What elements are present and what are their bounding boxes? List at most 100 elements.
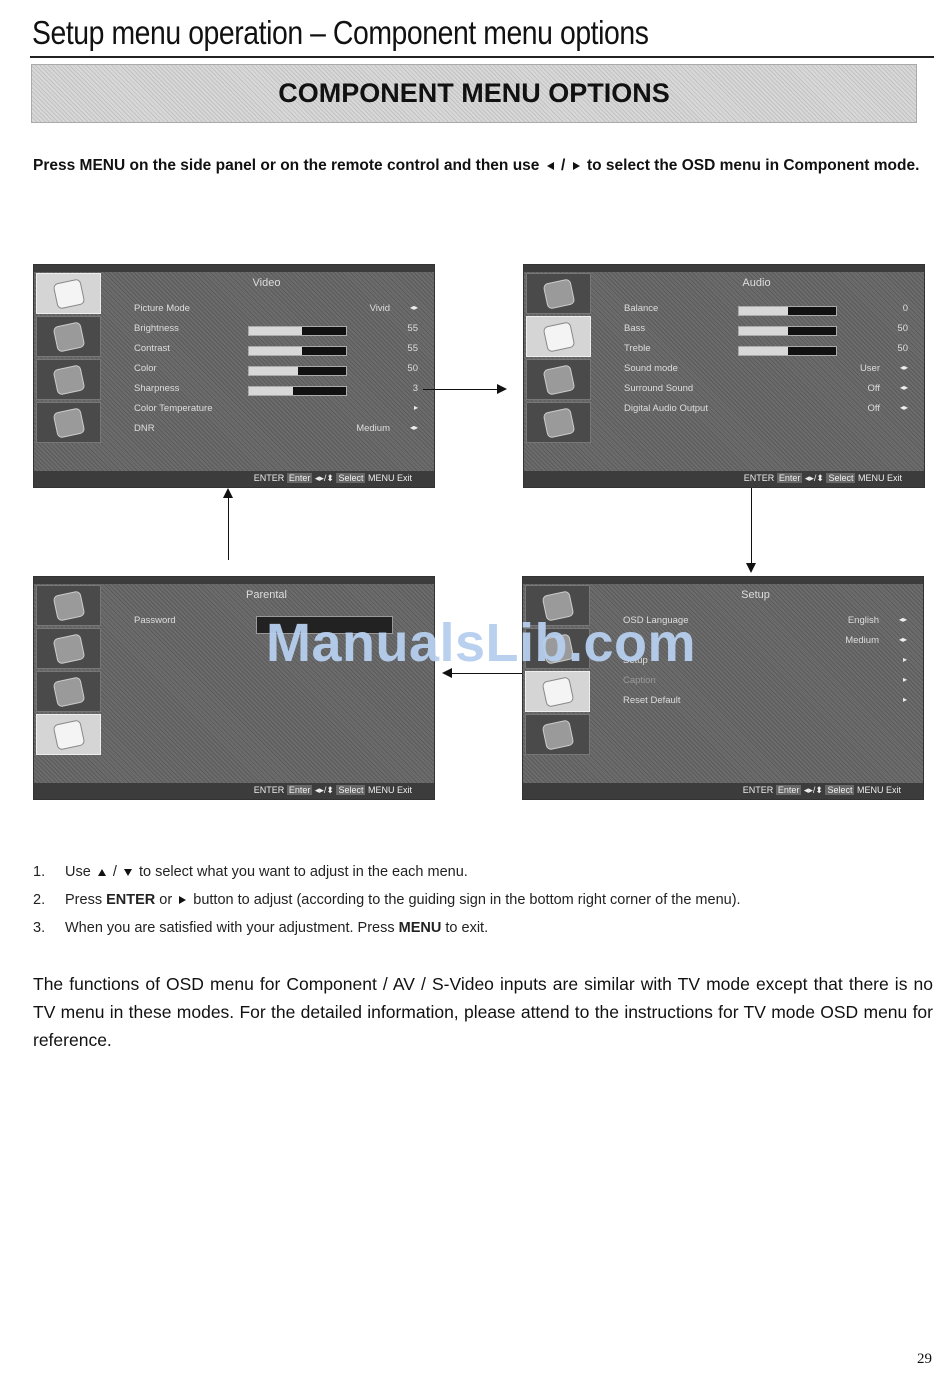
- body-paragraph: The functions of OSD menu for Component …: [33, 974, 933, 1050]
- osd-tab-video[interactable]: [526, 273, 591, 314]
- osd-level-bar[interactable]: [738, 326, 837, 336]
- osd-row-label: Surround Sound: [624, 383, 694, 394]
- lock-icon: [52, 719, 86, 751]
- osd-tab-setup[interactable]: [36, 671, 101, 712]
- osd-tab-parental[interactable]: [526, 402, 591, 443]
- osd-row-value: User: [859, 363, 880, 374]
- osd-menu-row[interactable]: Setup▸: [623, 655, 913, 669]
- connector-setup-to-parental: [452, 673, 522, 674]
- watermark: ManualsLib.com: [266, 613, 697, 673]
- connector-parental-to-video: [228, 498, 229, 560]
- osd-level-fill: [249, 367, 298, 375]
- left-arrow-icon: [546, 161, 554, 170]
- intro-paragraph: Press MENU on the side panel or on the r…: [33, 152, 933, 180]
- intro-separator: /: [561, 157, 566, 174]
- connector-audio-to-setup: [751, 488, 752, 564]
- osd-level-bar[interactable]: [738, 306, 837, 316]
- osd-level-bar[interactable]: [738, 346, 837, 356]
- osd-hint-text: ENTER Enter ◂▸/⬍ Select MENU Exit: [253, 785, 412, 795]
- osd-tab-video[interactable]: [525, 585, 590, 626]
- osd-top-bar: [524, 265, 924, 272]
- osd-tab-setup[interactable]: [525, 671, 590, 712]
- lock-icon: [52, 407, 86, 439]
- arrow-left-icon: [442, 668, 452, 678]
- osd-row-label: Brightness: [134, 323, 179, 334]
- arrow-up-icon: [223, 488, 233, 498]
- osd-row-value: Vivid: [369, 303, 390, 314]
- osd-hint-text: ENTER Enter ◂▸/⬍ Select MENU Exit: [742, 785, 901, 795]
- osd-tab-audio[interactable]: [36, 628, 101, 669]
- banner-text: COMPONENT MENU OPTIONS: [278, 78, 670, 108]
- osd-menu-row[interactable]: Reset Default▸: [623, 695, 913, 709]
- osd-tab-parental[interactable]: [36, 402, 101, 443]
- osd-tab-audio[interactable]: [525, 628, 590, 669]
- password-input[interactable]: [256, 616, 393, 634]
- osd-menu-row[interactable]: Color Temperature ▸: [134, 403, 424, 417]
- osd-row-value: 50: [407, 363, 418, 374]
- lock-icon: [541, 719, 575, 751]
- osd-row-value: Off: [867, 383, 881, 394]
- osd-level-fill: [739, 307, 788, 315]
- osd-tab-column: [36, 585, 101, 755]
- osd-tab-audio[interactable]: [36, 316, 101, 357]
- osd-top-bar: [34, 577, 434, 584]
- osd-menu-row[interactable]: Medium◂▸: [623, 635, 913, 649]
- osd-tab-parental[interactable]: [36, 714, 101, 755]
- osd-row-label: Bass: [624, 323, 646, 334]
- osd-tab-video[interactable]: [36, 585, 101, 626]
- osd-row-label: Contrast: [134, 343, 170, 354]
- page-title: Setup menu operation – Component menu op…: [32, 14, 649, 51]
- right-arrow-icon: [179, 896, 187, 905]
- speaker-icon: [542, 321, 576, 353]
- osd-level-bar[interactable]: [248, 326, 347, 336]
- osd-row-label: Color Temperature: [134, 403, 213, 414]
- osd-tab-setup[interactable]: [36, 359, 101, 400]
- osd-hint-text: ENTER Enter ◂▸/⬍ Select MENU Exit: [743, 473, 902, 483]
- osd-level-bar[interactable]: [248, 346, 347, 356]
- osd-row-value: Medium: [356, 423, 390, 434]
- osd-level-fill: [739, 347, 788, 355]
- lock-icon: [542, 407, 576, 439]
- up-arrow-icon: [97, 868, 106, 876]
- osd-heading: Video: [252, 277, 281, 289]
- osd-level-bar[interactable]: [248, 366, 347, 376]
- osd-hint-text: ENTER Enter ◂▸/⬍ Select MENU Exit: [253, 473, 412, 483]
- picture-icon: [52, 590, 86, 622]
- osd-row-value: 50: [897, 343, 908, 354]
- osd-row-arrow-icon: ▸: [413, 403, 418, 412]
- picture-icon: [52, 278, 86, 310]
- osd-row-arrow-icon: ◂▸: [899, 403, 908, 412]
- arrow-right-icon: [497, 384, 507, 394]
- steps-list: 1.Use / to select what you want to adjus…: [33, 860, 741, 944]
- osd-row-arrow-icon: ◂▸: [899, 363, 908, 372]
- list-item: 3.When you are satisfied with your adjus…: [33, 920, 489, 936]
- osd-row-arrow-icon: ◂▸: [898, 635, 907, 644]
- check-icon: [542, 364, 576, 396]
- check-icon: [541, 676, 575, 708]
- osd-tab-audio[interactable]: [526, 316, 591, 357]
- osd-level-bar[interactable]: [248, 386, 347, 396]
- osd-menu-row[interactable]: Password: [134, 615, 424, 629]
- osd-tab-video[interactable]: [36, 273, 101, 314]
- down-arrow-icon: [123, 868, 132, 876]
- osd-level-fill: [249, 347, 303, 355]
- title-rule: [30, 56, 934, 58]
- osd-tab-setup[interactable]: [526, 359, 591, 400]
- speaker-icon: [52, 321, 86, 353]
- osd-tab-parental[interactable]: [525, 714, 590, 755]
- osd-row-arrow-icon: ▸: [902, 655, 907, 664]
- osd-menu-row[interactable]: Caption▸: [623, 675, 913, 689]
